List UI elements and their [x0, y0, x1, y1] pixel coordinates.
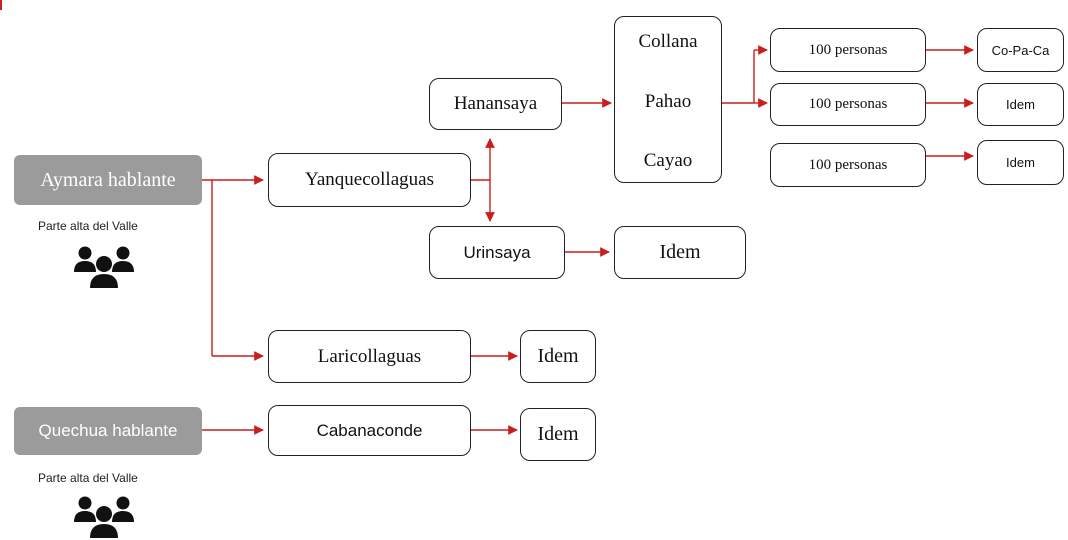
ayllu-collana: Collana [638, 31, 698, 52]
group-aymara-location: Parte alta del Valle [38, 219, 138, 233]
group-quechua-location: Parte alta del Valle [38, 471, 138, 485]
node-cabanaconde-idem: Idem [520, 408, 596, 461]
node-hanansaya: Hanansaya [429, 78, 562, 130]
node-cabanaconde: Cabanaconde [268, 405, 471, 456]
node-personas-3: 100 personas [770, 143, 926, 187]
node-personas-1: 100 personas [770, 28, 926, 72]
node-ayllus: Collana Pahao Cayao [614, 16, 722, 183]
node-urinsaya: Urinsaya [429, 226, 565, 279]
corner-mark [0, 0, 2, 10]
people-group-icon [74, 246, 134, 288]
group-quechua: Quechua hablante [14, 407, 202, 455]
node-yanquecollaguas: Yanquecollaguas [268, 153, 471, 207]
node-urinsaya-idem: Idem [614, 226, 746, 279]
node-laricollaguas: Laricollaguas [268, 330, 471, 383]
people-group-icon [74, 496, 134, 538]
node-final-3: Idem [977, 140, 1064, 185]
ayllu-pahao: Pahao [644, 90, 692, 112]
node-personas-2: 100 personas [770, 83, 926, 126]
node-final-2: Idem [977, 83, 1064, 126]
group-aymara: Aymara hablante [14, 155, 202, 205]
node-laricollaguas-idem: Idem [520, 330, 596, 383]
node-final-1: Co-Pa-Ca [977, 28, 1064, 72]
ayllu-cayao: Cayao [643, 150, 693, 171]
